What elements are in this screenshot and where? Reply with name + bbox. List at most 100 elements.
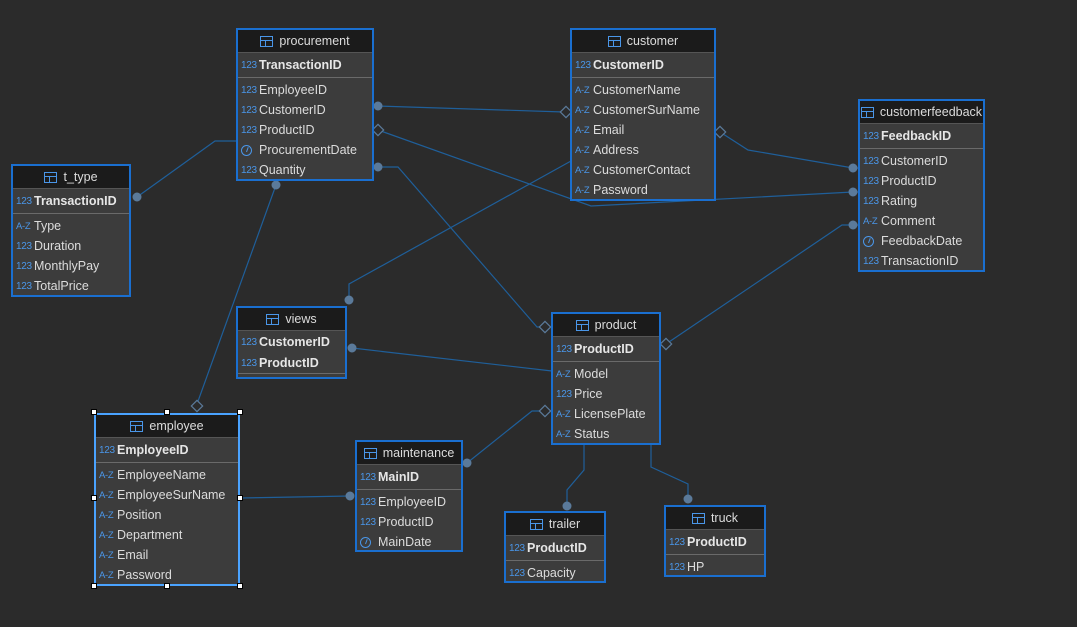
numeric-type-icon: 123 (575, 59, 591, 71)
field-row[interactable]: ProcurementDate (238, 140, 372, 160)
entity-header[interactable]: procurement (238, 30, 372, 53)
numeric-type-icon: 123 (241, 336, 257, 348)
field-name: EmployeeID (117, 443, 189, 457)
field-name: Address (593, 143, 639, 157)
resize-handle-e[interactable] (237, 495, 243, 501)
field-name: Email (117, 548, 149, 562)
table-icon (44, 171, 58, 183)
table-icon (691, 512, 705, 524)
field-name: FeedbackID (881, 129, 952, 143)
field-name: TotalPrice (34, 279, 89, 293)
table-icon (607, 35, 621, 47)
table-icon (266, 313, 280, 325)
text-type-icon: A-Z (575, 84, 590, 96)
field-row[interactable]: FeedbackDate (860, 231, 983, 251)
resize-handle-nw[interactable] (91, 409, 97, 415)
text-type-icon: A-Z (99, 469, 114, 481)
entity-header[interactable]: employee (96, 415, 238, 438)
resize-handle-sw[interactable] (91, 583, 97, 589)
entity-title: t_type (63, 170, 98, 184)
entity-header[interactable]: trailer (506, 513, 604, 536)
entity-title: customer (626, 34, 679, 48)
link-employee-maintenance (239, 495, 351, 499)
resize-handle-w[interactable] (91, 495, 97, 501)
entity-header[interactable]: product (553, 314, 659, 337)
field-row[interactable]: MainDate (357, 532, 461, 552)
resize-handle-n[interactable] (164, 409, 170, 415)
resize-handle-se[interactable] (237, 583, 243, 589)
field-name: CustomerID (259, 103, 326, 117)
resize-handle-ne[interactable] (237, 409, 243, 415)
entity-header[interactable]: views (238, 308, 345, 331)
entity-header[interactable]: t_type (13, 166, 129, 189)
link-views-product (351, 347, 553, 372)
resize-handle-s[interactable] (164, 583, 170, 589)
entity-title: customerfeedback (879, 105, 983, 119)
field-name: CustomerContact (593, 163, 691, 177)
field-name: CustomerSurName (593, 103, 700, 117)
text-type-icon: A-Z (556, 428, 571, 440)
link-endpoint (271, 180, 281, 190)
entity-header[interactable]: customerfeedback (860, 101, 983, 124)
entity-header[interactable]: truck (666, 507, 764, 530)
field-name: ProductID (259, 123, 315, 137)
entity-header[interactable]: customer (572, 30, 714, 53)
entity-header[interactable]: maintenance (357, 442, 461, 465)
text-type-icon: A-Z (863, 215, 878, 227)
